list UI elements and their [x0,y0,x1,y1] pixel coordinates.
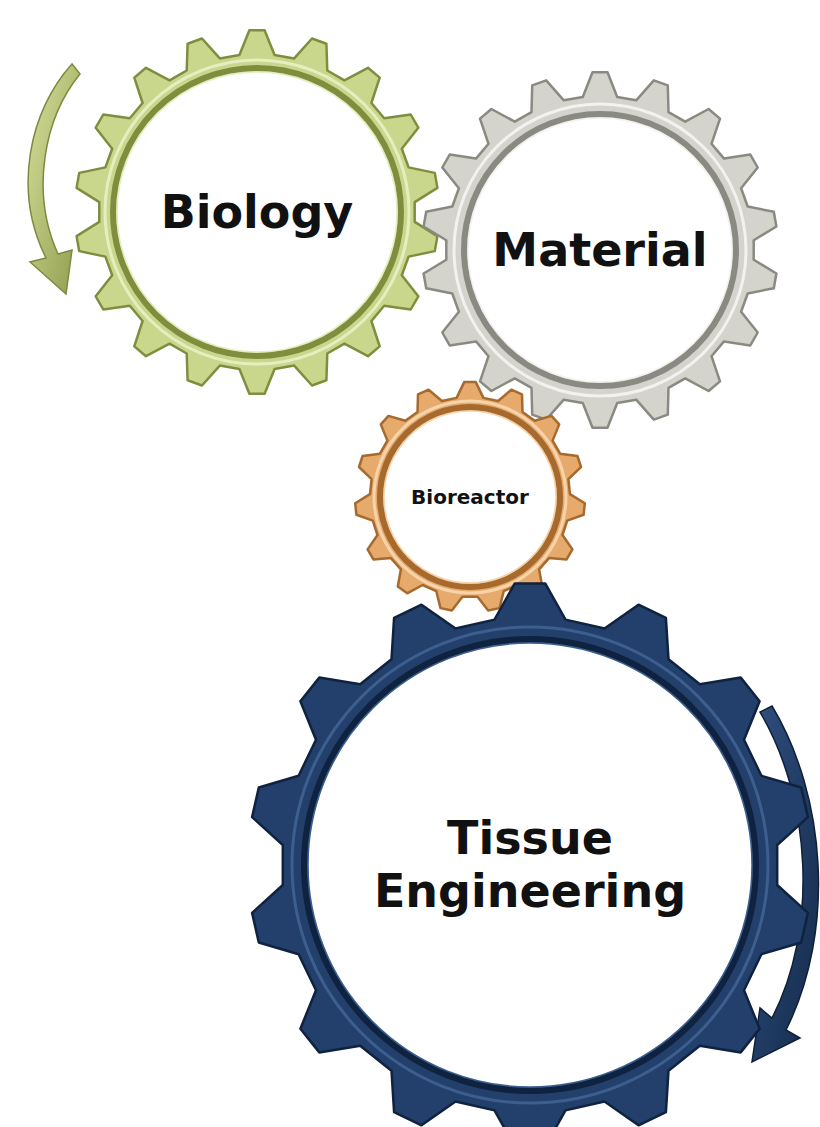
gear-node: Biology [71,26,443,398]
gear-node: Bioreactor [351,378,589,616]
gear-label: Biology [132,186,382,239]
rotation-arrow [28,64,80,294]
gear-node: Tissue Engineering [244,579,816,1127]
gear-label: Tissue Engineering [365,812,695,918]
gear-node: Material [418,68,782,432]
gear-label: Material [478,224,723,277]
gear-label: Bioreactor [395,486,545,509]
